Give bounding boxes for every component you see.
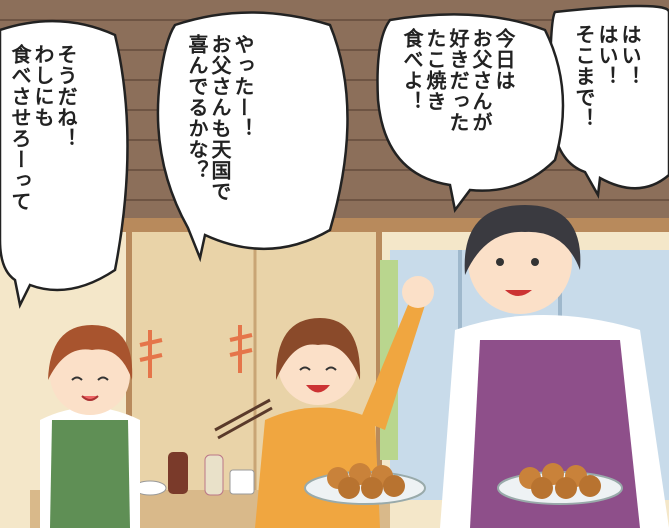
mayo-bottle [204, 454, 224, 496]
speech-bubble-mother-2: 今日は お父さんが 好きだった たこ焼き 食べよ！ [400, 28, 516, 133]
takoyaki-plate-right [497, 463, 623, 505]
speech-bubble-daughter: やったー！ お父さんも天国で 喜んでるかな？ [185, 34, 255, 202]
sister-character [40, 325, 140, 528]
sauce-bottle [168, 452, 188, 494]
cup [229, 469, 255, 495]
speech-bubbles [0, 4, 669, 309]
takoyaki-plate-left [304, 463, 426, 505]
speech-bubble-sister: そうだね！ わしにも 食べさせろーって [8, 44, 78, 212]
excitement-marks [139, 325, 253, 378]
speech-bubble-mother-1: はい！ はい！ そこまで！ [572, 24, 642, 129]
